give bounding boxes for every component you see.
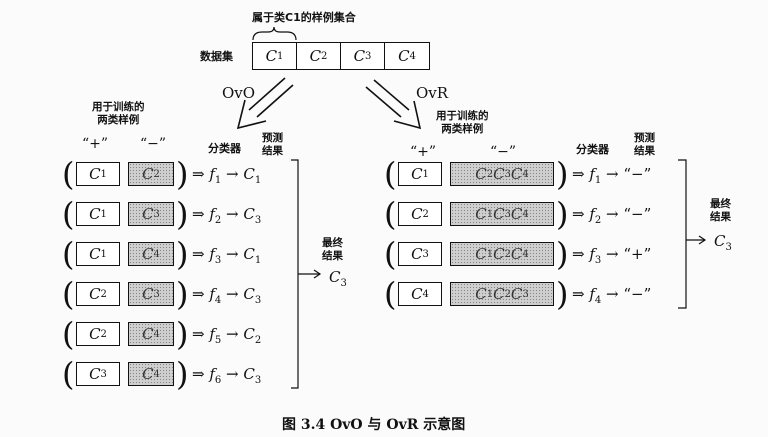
ovr-plus-header: “+” xyxy=(410,144,437,160)
ovr-classifier-header: 分类器 xyxy=(576,143,609,156)
paren-close: ) xyxy=(176,155,189,193)
ovo-final-result: C3 xyxy=(329,268,347,289)
ovr-train-caption: 用于训练的两类样例 xyxy=(436,110,489,135)
ovo-minus-header: “−” xyxy=(140,136,167,152)
ovo-final-label: 最终结果 xyxy=(322,237,343,262)
paren-open: ( xyxy=(384,155,397,193)
paren-open: ( xyxy=(384,195,397,233)
paren-close: ) xyxy=(176,315,189,353)
ovo-classifier-header: 分类器 xyxy=(208,142,241,155)
paren-open: ( xyxy=(62,355,75,393)
classifier-result: ⇒ f2 → “−” xyxy=(572,205,652,226)
ovo-plus-header: “+” xyxy=(82,136,109,152)
paren-close: ) xyxy=(556,235,569,273)
paren-close: ) xyxy=(556,195,569,233)
ovo-arrow xyxy=(236,77,294,130)
classifier-result: ⇒ f4 → “−” xyxy=(572,285,652,306)
paren-close: ) xyxy=(176,195,189,233)
ovr-final-label: 最终结果 xyxy=(710,198,731,223)
paren-open: ( xyxy=(62,275,75,313)
dataset-label: 数据集 xyxy=(200,50,233,63)
classifier-result: ⇒ f2 → C3 xyxy=(192,205,262,226)
brace-c1 xyxy=(252,26,297,41)
paren-open: ( xyxy=(384,235,397,273)
ovr-label: OvR xyxy=(416,84,449,102)
paren-open: ( xyxy=(384,275,397,313)
paren-close: ) xyxy=(176,275,189,313)
ovr-arrow xyxy=(365,79,422,130)
paren-open: ( xyxy=(62,315,75,353)
ovo-bracket xyxy=(291,159,322,389)
ovr-bracket xyxy=(678,159,707,309)
classifier-result: ⇒ f4 → C3 xyxy=(192,285,262,306)
ovo-label: OvO xyxy=(222,84,256,102)
paren-close: ) xyxy=(556,155,569,193)
paren-open: ( xyxy=(62,195,75,233)
classifier-result: ⇒ f3 → “+” xyxy=(572,245,652,266)
ovo-predict-header: 预测结果 xyxy=(262,132,283,157)
paren-open: ( xyxy=(62,235,75,273)
figure-caption: 图 3.4 OvO 与 OvR 示意图 xyxy=(282,417,466,433)
classifier-result: ⇒ f3 → C1 xyxy=(192,245,262,266)
brace-label: 属于类C1的样例集合 xyxy=(252,11,356,24)
classifier-result: ⇒ f1 → “−” xyxy=(572,165,652,186)
paren-open: ( xyxy=(62,155,75,193)
paren-close: ) xyxy=(556,275,569,313)
classifier-result: ⇒ f6 → C3 xyxy=(192,365,262,386)
classifier-result: ⇒ f1 → C1 xyxy=(192,165,262,186)
classifier-result: ⇒ f5 → C2 xyxy=(192,325,262,346)
ovr-final-result: C3 xyxy=(714,232,732,253)
paren-close: ) xyxy=(176,235,189,273)
paren-close: ) xyxy=(176,355,189,393)
ovr-minus-header: “−” xyxy=(490,144,517,160)
ovr-predict-header: 预测结果 xyxy=(634,132,655,157)
ovo-train-caption: 用于训练的两类样例 xyxy=(92,101,145,126)
